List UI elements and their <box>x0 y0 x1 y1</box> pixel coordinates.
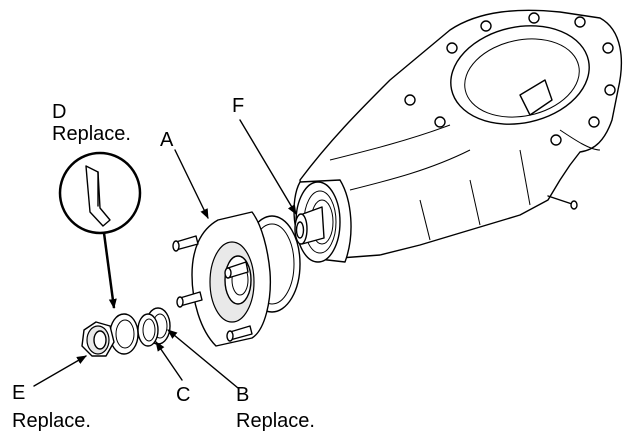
detail-circle <box>58 151 142 309</box>
label-d-note: Replace. <box>52 123 131 145</box>
label-a-letter: A <box>160 129 174 151</box>
label-b-note: Replace. <box>236 410 315 432</box>
locknut <box>81 321 115 357</box>
label-b-letter: B <box>236 384 250 406</box>
label-c-letter: C <box>176 384 191 406</box>
leader-lines <box>33 119 297 389</box>
companion-flange <box>172 211 301 347</box>
differential-housing <box>293 9 623 263</box>
washer-d <box>109 313 139 355</box>
label-d-letter: D <box>52 101 67 123</box>
washer-and-o-ring <box>137 307 171 347</box>
label-e-note: Replace. <box>12 410 91 432</box>
label-e-letter: E <box>12 382 26 404</box>
label-f-letter: F <box>232 95 245 117</box>
